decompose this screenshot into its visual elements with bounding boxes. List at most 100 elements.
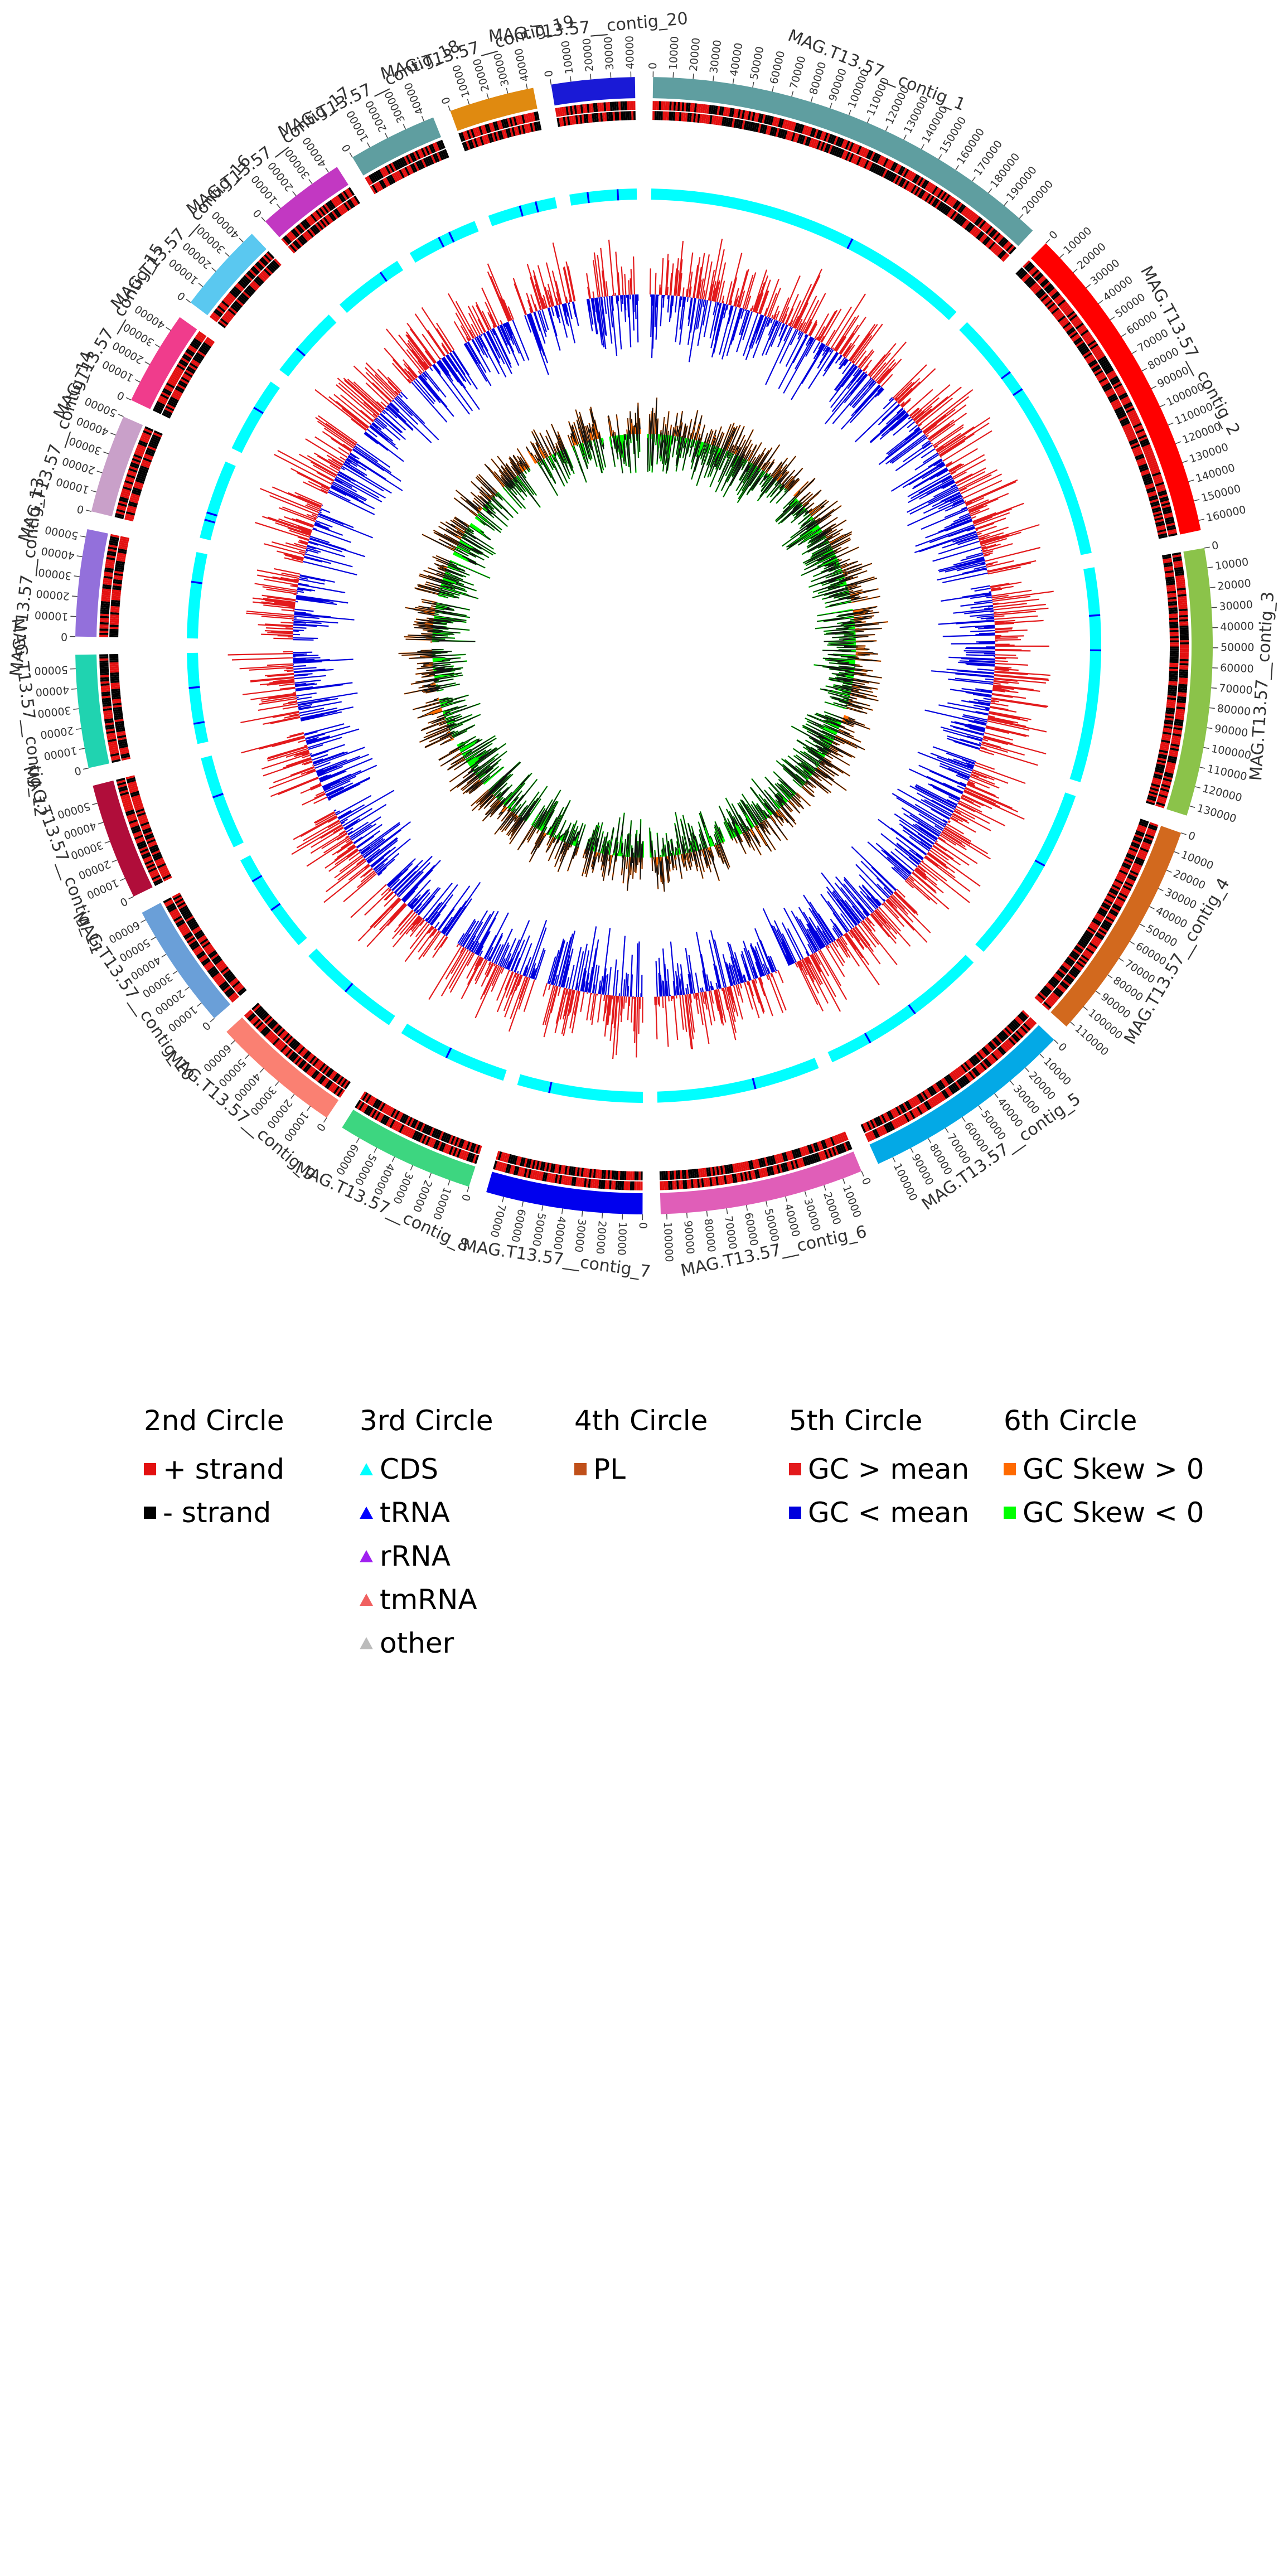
- minus-strand-feature: [1126, 853, 1136, 859]
- plus-strand-feature: [130, 823, 139, 828]
- minus-strand-feature: [1118, 869, 1128, 875]
- plus-strand-feature: [181, 357, 190, 364]
- minus-strand-feature: [415, 161, 422, 171]
- minus-strand-feature: [1169, 655, 1179, 657]
- plus-strand-feature: [105, 722, 114, 726]
- plus-strand-feature: [119, 498, 128, 503]
- minus-strand-feature: [503, 129, 508, 139]
- plus-strand-feature: [866, 149, 872, 159]
- gc-above-mean-bars: [384, 307, 455, 384]
- plus-strand-feature: [676, 1180, 679, 1190]
- plus-strand-feature: [285, 1048, 293, 1057]
- minus-strand-feature: [701, 114, 705, 123]
- plus-strand-feature: [370, 173, 377, 183]
- position-tick: [448, 105, 451, 112]
- plus-strand-feature: [109, 538, 119, 542]
- minus-strand-feature: [129, 499, 139, 504]
- plus-strand-feature: [913, 1108, 919, 1117]
- minus-strand-feature: [1091, 364, 1100, 371]
- minus-strand-feature: [173, 894, 182, 900]
- plus-strand-feature: [826, 1149, 831, 1159]
- minus-strand-feature: [224, 971, 233, 979]
- minus-strand-feature: [110, 680, 120, 684]
- plus-strand-feature: [1179, 673, 1188, 676]
- plus-strand-feature: [140, 850, 150, 856]
- minus-strand-feature: [805, 136, 810, 146]
- minus-strand-feature: [178, 903, 187, 910]
- minus-strand-feature: [499, 130, 504, 140]
- plus-strand-feature: [101, 687, 110, 690]
- minus-strand-feature: [1166, 587, 1176, 590]
- minus-strand-feature: [831, 146, 837, 156]
- contig-arc: [1030, 243, 1201, 535]
- minus-strand-feature: [419, 159, 425, 169]
- plus-strand-feature: [283, 1047, 291, 1055]
- tick-label: 70000: [722, 1215, 739, 1250]
- minus-strand-feature: [849, 153, 854, 162]
- minus-strand-feature: [896, 176, 903, 186]
- position-tick: [1175, 441, 1182, 444]
- minus-strand-feature: [706, 1168, 709, 1177]
- plus-strand-feature: [906, 1112, 912, 1121]
- minus-strand-feature: [1169, 623, 1179, 626]
- plus-strand-feature: [1101, 923, 1110, 929]
- plus-strand-feature: [131, 827, 141, 832]
- minus-strand-feature: [560, 1165, 564, 1174]
- plus-strand-feature: [772, 1165, 777, 1175]
- minus-strand-feature: [1155, 519, 1164, 523]
- position-tick: [945, 1127, 949, 1133]
- plus-strand-feature: [1160, 786, 1170, 791]
- plus-strand-feature: [1135, 856, 1145, 863]
- minus-strand-feature: [1153, 511, 1162, 515]
- minus-strand-feature: [314, 222, 322, 231]
- minus-strand-feature: [361, 1092, 369, 1101]
- minus-strand-feature: [1168, 609, 1178, 612]
- minus-strand-feature: [556, 1164, 560, 1174]
- plus-strand-feature: [1060, 302, 1069, 310]
- minus-strand-feature: [1156, 763, 1165, 768]
- plus-strand-feature: [866, 1132, 873, 1141]
- minus-strand-feature: [220, 966, 229, 974]
- minus-strand-feature: [129, 497, 139, 502]
- contig-arc: [75, 529, 108, 637]
- minus-strand-feature: [137, 814, 147, 819]
- plus-strand-feature: [875, 154, 882, 163]
- plus-strand-feature: [1135, 859, 1144, 864]
- plus-strand-feature: [391, 1120, 398, 1130]
- minus-strand-feature: [311, 225, 319, 234]
- minus-strand-feature: [119, 538, 129, 542]
- position-tick: [752, 81, 754, 88]
- plus-strand-feature: [1139, 849, 1148, 855]
- plus-strand-feature: [1173, 562, 1183, 566]
- plus-strand-feature: [122, 799, 132, 805]
- minus-strand-feature: [290, 1039, 298, 1048]
- minus-strand-feature: [1136, 828, 1146, 834]
- minus-strand-feature: [176, 899, 185, 906]
- plus-strand-feature: [1109, 375, 1118, 382]
- minus-strand-feature: [816, 1141, 822, 1151]
- plus-strand-feature: [1100, 924, 1109, 932]
- minus-strand-feature: [111, 595, 121, 599]
- minus-strand-feature: [767, 125, 772, 135]
- minus-strand-feature: [113, 713, 123, 716]
- plus-strand-feature: [1145, 831, 1155, 837]
- plus-strand-feature: [912, 174, 918, 183]
- plus-strand-feature: [934, 1095, 941, 1104]
- minus-strand-feature: [1159, 747, 1169, 752]
- plus-strand-feature: [315, 210, 323, 219]
- plus-strand-feature: [141, 434, 151, 440]
- minus-strand-feature: [110, 674, 119, 677]
- minus-strand-feature: [574, 1167, 578, 1176]
- plus-strand-feature: [219, 303, 227, 311]
- plus-strand-feature: [776, 118, 781, 127]
- tick-label: 10000: [85, 877, 120, 902]
- plus-strand-feature: [883, 1124, 890, 1133]
- plus-strand-feature: [559, 1175, 563, 1184]
- minus-strand-feature: [224, 313, 233, 321]
- minus-strand-feature: [114, 569, 124, 573]
- minus-strand-feature: [925, 1088, 932, 1098]
- plus-strand-feature: [1178, 595, 1187, 599]
- minus-strand-feature: [1155, 521, 1165, 525]
- minus-strand-feature: [803, 1146, 808, 1155]
